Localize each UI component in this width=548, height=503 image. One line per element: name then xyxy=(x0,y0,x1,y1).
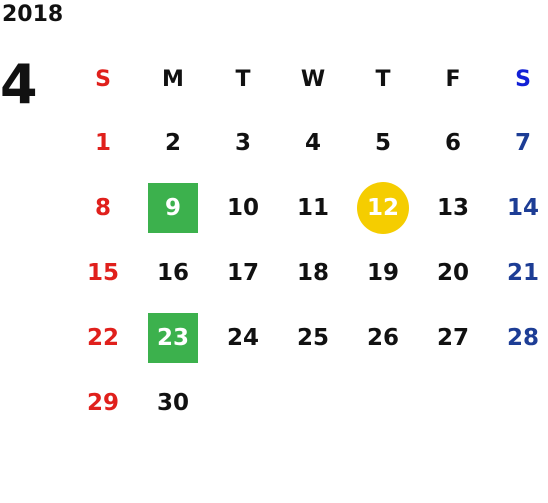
day-cell: 3 xyxy=(234,129,251,156)
day-cell: 17 xyxy=(226,259,259,286)
green-highlight-day: 23 xyxy=(148,312,198,363)
weekday-header-fri: F xyxy=(445,66,461,92)
day-cell: 27 xyxy=(436,324,469,351)
day-cell: 13 xyxy=(436,194,469,221)
day-cell-highlighted: 12 xyxy=(348,175,418,240)
day-cell: 2 xyxy=(164,129,181,156)
year-label: 2018 xyxy=(2,2,64,27)
day-cell-highlighted: 9 xyxy=(138,175,208,240)
day-cell-empty xyxy=(278,370,348,435)
day-cell: 6 xyxy=(444,129,461,156)
day-cell: 30 xyxy=(156,389,189,416)
day-cell: 7 xyxy=(514,129,531,156)
day-cell: 16 xyxy=(156,259,189,286)
day-cell-empty xyxy=(488,370,548,435)
day-cell: 18 xyxy=(296,259,329,286)
day-cell: 24 xyxy=(226,324,259,351)
day-cell: 21 xyxy=(506,259,539,286)
weekday-header-tue: T xyxy=(235,66,251,92)
day-cell: 25 xyxy=(296,324,329,351)
day-cell: 14 xyxy=(506,194,539,221)
day-cell: 1 xyxy=(94,129,111,156)
day-cell: 8 xyxy=(94,194,111,221)
weekday-header-sun: S xyxy=(95,66,111,92)
day-cell: 19 xyxy=(366,259,399,286)
day-cell-empty xyxy=(418,370,488,435)
day-cell: 11 xyxy=(296,194,329,221)
weekday-header-thu: T xyxy=(375,66,391,92)
calendar-grid: S M T W T F S 1 2 3 4 5 6 7 8 9 10 11 12… xyxy=(68,48,548,500)
weekday-header-wed: W xyxy=(300,66,326,92)
green-highlight-day: 9 xyxy=(148,182,198,233)
day-cell: 5 xyxy=(374,129,391,156)
day-cell-empty xyxy=(208,370,278,435)
day-cell: 28 xyxy=(506,324,539,351)
month-label: 4 xyxy=(0,53,38,116)
day-cell: 22 xyxy=(86,324,119,351)
day-cell: 26 xyxy=(366,324,399,351)
day-cell: 29 xyxy=(86,389,119,416)
day-cell: 15 xyxy=(86,259,119,286)
day-cell-highlighted: 23 xyxy=(138,305,208,370)
weekday-header-sat: S xyxy=(515,66,531,92)
weekday-header-mon: M xyxy=(162,66,184,92)
yellow-circle-day: 12 xyxy=(357,181,409,234)
day-cell: 4 xyxy=(304,129,321,156)
day-cell: 10 xyxy=(226,194,259,221)
day-cell: 20 xyxy=(436,259,469,286)
day-cell-empty xyxy=(348,370,418,435)
